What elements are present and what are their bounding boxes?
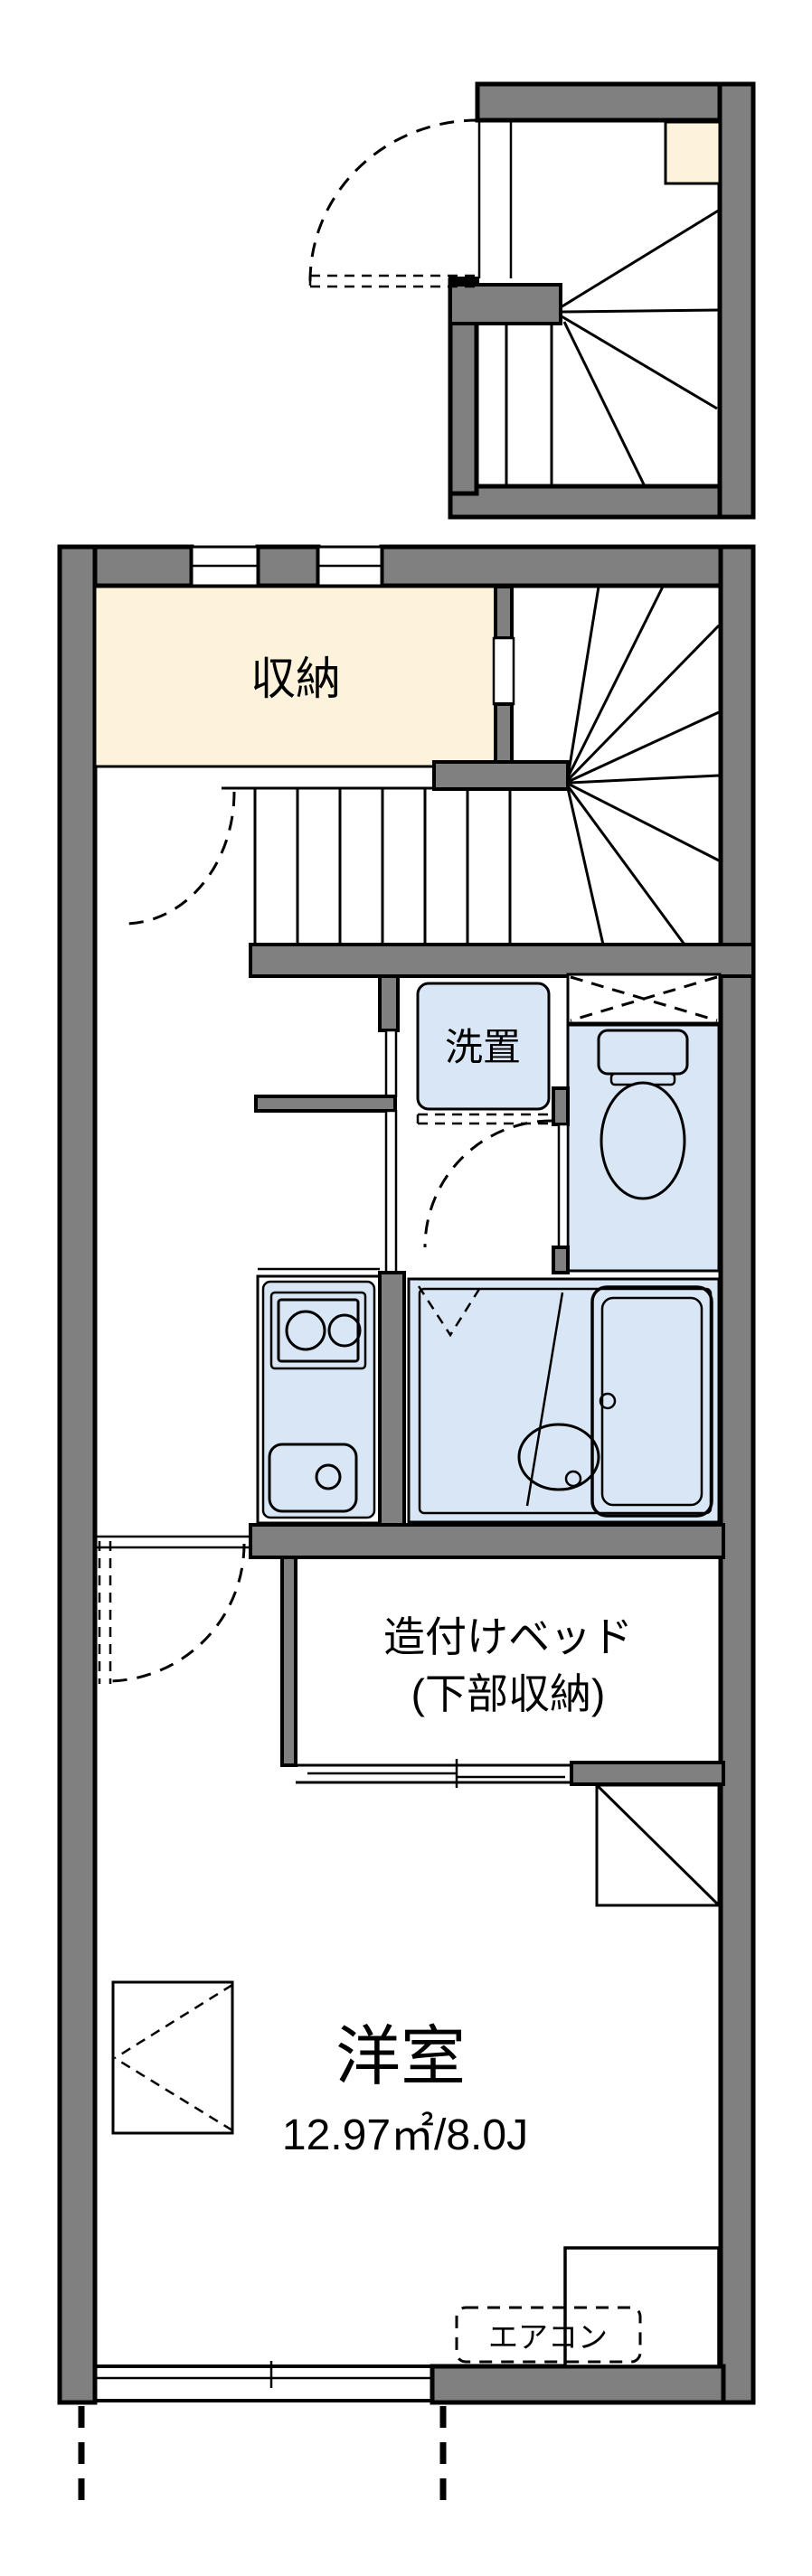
counter-box <box>563 2246 721 2368</box>
entry-stair-winders <box>505 208 721 487</box>
bed-sliding-door <box>296 1759 571 1788</box>
side-window-box <box>111 1980 234 2135</box>
entry-door-step <box>448 277 479 285</box>
midwall-band <box>249 943 755 978</box>
hall-door-swing <box>98 1541 246 1684</box>
top-window-1 <box>190 545 260 588</box>
room-western: 洋室 12.97㎡/8.0J エアコン <box>111 1783 721 2368</box>
partition-thin-2 <box>384 1109 398 1279</box>
stair-winder-fan <box>566 586 721 945</box>
top-window-2 <box>316 545 383 588</box>
room-toilet <box>552 973 722 1274</box>
bath-divider-line <box>525 1292 564 1507</box>
aircon-label: エアコン <box>488 2320 608 2354</box>
storage-door <box>492 636 515 706</box>
entry-wall-right <box>717 81 756 520</box>
main-wall-bottom <box>430 2364 726 2405</box>
main-floor: 収納 <box>57 544 756 2511</box>
toilet-door <box>557 1123 570 1249</box>
entry-wall-top <box>475 81 756 123</box>
washbasin-icon <box>517 1423 600 1491</box>
room-laundry: 洗置 <box>416 982 553 1248</box>
bed-left-wall <box>280 1556 297 1767</box>
stove-icon <box>269 1291 367 1370</box>
storage-label: 収納 <box>250 653 341 704</box>
bathroom <box>407 1277 721 1524</box>
shoe-cabinet <box>664 120 722 185</box>
stairhall-door-swing <box>123 791 236 926</box>
entry-door-frame <box>477 120 513 278</box>
bathtub-icon <box>590 1285 713 1518</box>
bed-label-1: 造付けベッド <box>383 1613 633 1660</box>
corner-shelf-diagonal <box>595 1783 721 1907</box>
main-wall-right <box>718 544 756 2405</box>
toilet-icon <box>597 1029 689 1200</box>
room-area-label: 12.97㎡/8.0J <box>282 2111 528 2159</box>
partition-stub-2 <box>254 1095 397 1113</box>
entry-wall-bottom <box>448 484 722 520</box>
bed-bottom-wall <box>570 1761 725 1786</box>
room-storage <box>93 585 499 768</box>
storage-divider-upper <box>494 585 514 640</box>
toilet-wall-stub-upper <box>552 1086 570 1126</box>
kitchen-bath-divider <box>378 1271 406 1527</box>
bath-floor <box>407 1277 721 1524</box>
hall-threshold <box>95 1535 250 1549</box>
partition-thin-1 <box>384 1029 398 1098</box>
bottom-window <box>93 2361 432 2402</box>
kitchen <box>256 1267 382 1525</box>
bath-area-door-swing <box>423 1119 552 1248</box>
main-wall-top-3 <box>379 544 756 588</box>
aircon-marker: エアコン <box>455 2306 642 2364</box>
bed-top-wall <box>249 1523 725 1559</box>
stair-post <box>432 760 570 791</box>
room-name-label: 洋室 <box>335 2021 466 2093</box>
sink-icon <box>268 1443 358 1513</box>
entrance-door-swing <box>308 118 478 288</box>
entry-stair-landing-post <box>448 283 562 325</box>
toilet-wall-stub-lower <box>552 1246 570 1274</box>
main-wall-top-2 <box>255 544 321 588</box>
main-wall-left <box>57 544 98 2405</box>
bed-label-2: (下部収納) <box>411 1670 606 1717</box>
entry-stair-box <box>308 81 756 520</box>
room-built-in-bed: 造付けベッド (下部収納) <box>280 1556 725 1788</box>
stair-treads <box>222 786 512 945</box>
bath-folding-door <box>417 1285 483 1338</box>
overhead-cabinet <box>566 973 722 1025</box>
laundry-label: 洗置 <box>445 1026 521 1068</box>
partition-stub-1 <box>378 974 400 1032</box>
